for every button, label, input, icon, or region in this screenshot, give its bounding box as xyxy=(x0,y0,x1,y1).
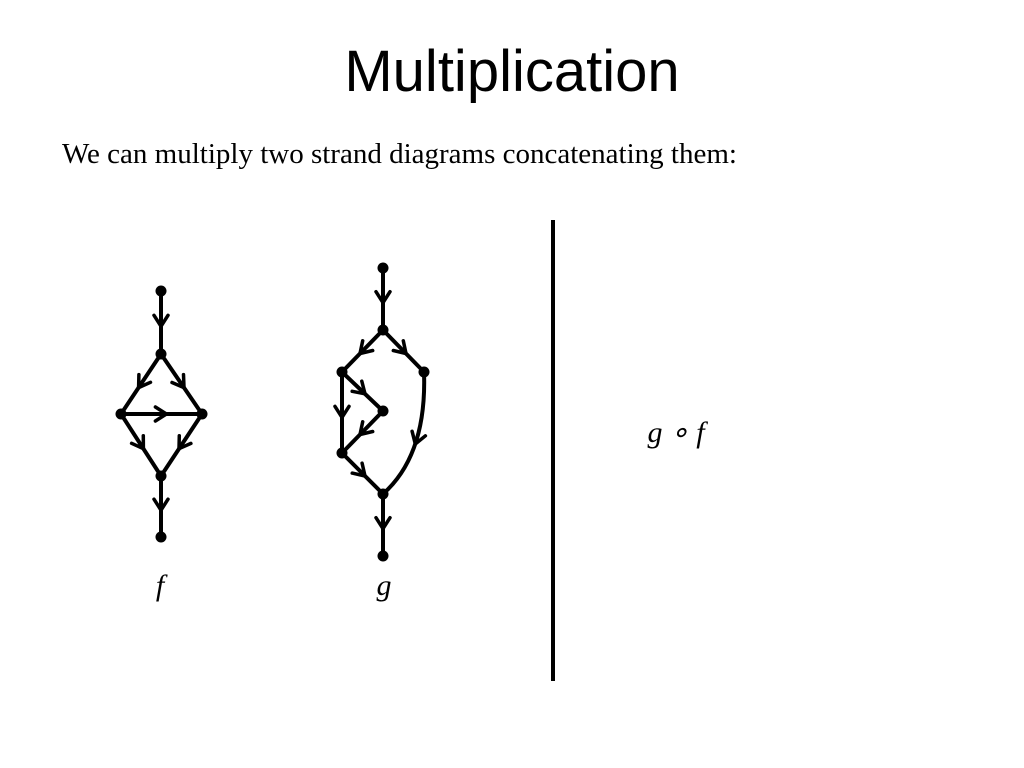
edge-g-lower-left-to-g-merge xyxy=(340,451,385,496)
arrowhead-f-split-to-f-right xyxy=(170,372,186,390)
arrowhead-g-split-to-g-left xyxy=(358,339,375,356)
vertex-g-left xyxy=(336,366,348,378)
edge-g-left-to-g-center xyxy=(340,370,385,413)
arrowhead-f-left-to-f-merge xyxy=(129,433,146,451)
arrowhead-g-merge-to-g-bottom xyxy=(374,515,392,531)
vertex-f-left xyxy=(115,408,127,420)
edge-f-split-to-f-right xyxy=(159,352,204,416)
vertex-f-bottom xyxy=(155,531,167,543)
edge-g-right-to-g-merge xyxy=(381,370,427,496)
slide-title: Multiplication xyxy=(344,39,680,104)
edge-g-split-to-g-left xyxy=(340,328,385,374)
vertex-f-merge xyxy=(155,470,167,482)
vertex-g-center xyxy=(377,405,389,417)
strand-edges xyxy=(119,266,427,558)
vertex-g-right xyxy=(418,366,430,378)
edge-f-split-to-f-left xyxy=(119,352,163,416)
arrowhead-g-left-to-g-center xyxy=(350,379,367,396)
vertex-f-top xyxy=(155,285,167,297)
vertex-g-bottom xyxy=(377,550,389,562)
arrowhead-f-split-to-f-left xyxy=(136,372,153,390)
arrowhead-g-right-to-g-merge xyxy=(410,429,428,446)
vertex-g-merge xyxy=(377,488,389,500)
arrowhead-f-left-to-f-right xyxy=(153,405,169,423)
edge-g-center-to-g-lower-left xyxy=(340,409,385,455)
vertex-f-split xyxy=(155,348,167,360)
arrowhead-f-merge-to-f-bottom xyxy=(152,497,170,512)
arrowhead-g-top-to-g-split xyxy=(374,289,392,305)
edge-f-right-to-f-merge xyxy=(159,412,204,478)
edge-g-split-to-g-right xyxy=(381,328,426,374)
arrowhead-g-split-to-g-right xyxy=(391,339,408,356)
diagram-f-label: f xyxy=(156,569,168,602)
composition-label: g ∘ f xyxy=(647,416,708,449)
vertex-g-top xyxy=(377,262,389,274)
arrowhead-g-lower-left-to-g-merge xyxy=(350,461,367,478)
arrowhead-f-right-to-f-merge xyxy=(177,433,193,451)
arrowhead-f-top-to-f-split xyxy=(152,313,170,329)
arrowhead-g-center-to-g-lower-left xyxy=(358,420,375,437)
vertex-g-lower-left xyxy=(336,447,348,459)
vertex-g-split xyxy=(377,324,389,336)
strand-arrowheads xyxy=(129,289,428,531)
diagram-g-label: g xyxy=(377,569,392,602)
arrowhead-g-left-to-g-lower-left xyxy=(333,404,351,420)
vertex-f-right xyxy=(196,408,208,420)
intro-text: We can multiply two strand diagrams conc… xyxy=(62,138,737,170)
strand-vertices xyxy=(115,262,430,562)
edge-f-left-to-f-merge xyxy=(119,412,163,478)
